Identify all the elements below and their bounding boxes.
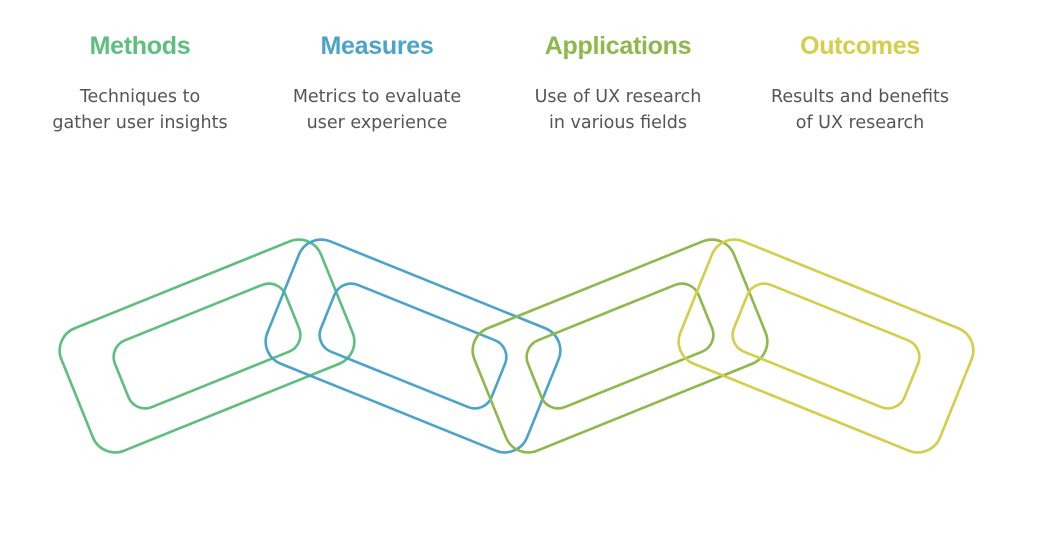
measures-description: Metrics to evaluate user experience: [257, 84, 497, 136]
chain-link-methods-outer: [58, 238, 356, 454]
chain-link-applications-outer: [471, 238, 769, 454]
applications-title: Applications: [544, 32, 692, 60]
outcomes-description-line1: Results and benefits: [771, 87, 949, 107]
measures-description-line2: user experience: [306, 113, 448, 133]
chain-link-applications-inner: [525, 282, 715, 410]
outcomes-title: Outcomes: [800, 32, 920, 60]
methods-description-line2: gather user insights: [52, 113, 228, 133]
column-measures: Measures Metrics to evaluate user experi…: [257, 28, 497, 136]
methods-title: Methods: [89, 32, 191, 60]
chain-link-applications: [471, 238, 769, 454]
applications-description: Use of UX research in various fields: [498, 84, 738, 136]
chain-link-methods-inner: [112, 282, 302, 410]
chain-link-measures-outer: [264, 238, 562, 454]
chain-link-outcomes: [677, 238, 975, 454]
chain-link-methods: [58, 238, 356, 454]
outcomes-description: Results and benefits of UX research: [740, 84, 980, 136]
chain-link-measures-inner: [318, 282, 508, 410]
outcomes-description-line2: of UX research: [795, 113, 925, 133]
methods-description: Techniques to gather user insights: [20, 84, 260, 136]
measures-description-line1: Metrics to evaluate: [292, 87, 462, 107]
chain-link-outcomes-outer: [677, 238, 975, 454]
column-methods: Methods Techniques to gather user insigh…: [20, 28, 260, 136]
applications-description-line1: Use of UX research: [534, 87, 702, 107]
methods-description-line1: Techniques to: [79, 87, 201, 107]
chain-link-outcomes-inner: [731, 282, 921, 410]
column-outcomes: Outcomes Results and benefits of UX rese…: [740, 28, 980, 136]
measures-title: Measures: [320, 32, 434, 60]
applications-description-line2: in various fields: [548, 113, 687, 133]
chain-link-measures: [264, 238, 562, 454]
column-applications: Applications Use of UX research in vario…: [498, 28, 738, 136]
